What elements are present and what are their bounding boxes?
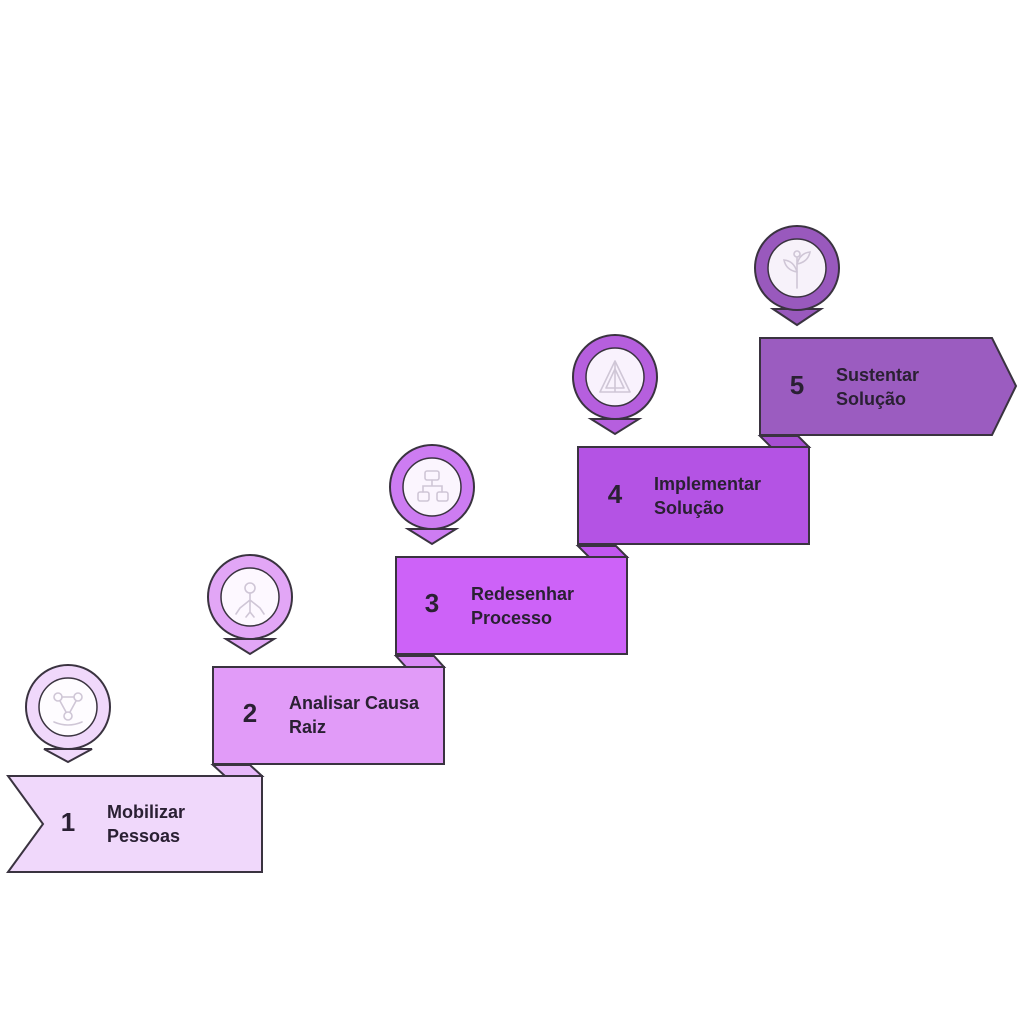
step-3 <box>389 444 630 655</box>
step-3-title-line2: Processo <box>471 608 553 628</box>
triangle-structure-icon <box>599 360 631 393</box>
step-2-title-line1: Analisar Causa <box>289 693 420 713</box>
step-3-number: 3 <box>424 588 440 618</box>
step-1-banner <box>6 775 263 873</box>
step-3-banner <box>395 556 628 655</box>
growth-plant-icon <box>783 250 811 289</box>
step-1-number: 1 <box>60 807 76 837</box>
step-1-pin <box>25 664 111 764</box>
step-3-pin <box>389 444 475 546</box>
step-4-title-line2: Solução <box>654 498 725 518</box>
step-4-banner <box>577 446 810 545</box>
step-2-title-line2: Raiz <box>289 717 327 737</box>
step-2-title: Analisar Causa Raiz <box>289 691 439 739</box>
step-2 <box>207 554 447 765</box>
step-1-title-line2: Pessoas <box>107 826 181 846</box>
step-2-banner <box>212 666 445 765</box>
step-5-title-line2: Solução <box>836 389 907 409</box>
step-5-banner <box>759 337 1018 436</box>
step-3-title-line1: Redesenhar <box>471 584 575 604</box>
people-network-icon <box>53 692 83 726</box>
step-4-title: Implementar Solução <box>654 472 804 520</box>
step-4-number: 4 <box>607 479 623 509</box>
step-1-title-line1: Mobilizar <box>107 802 186 822</box>
step-3-title: Redesenhar Processo <box>471 582 621 630</box>
step-1-title: Mobilizar Pessoas <box>107 800 257 848</box>
step-4-title-line1: Implementar <box>654 474 762 494</box>
step-5 <box>754 225 1018 436</box>
step-5-title: Sustentar Solução <box>836 363 986 411</box>
root-cause-icon <box>235 582 265 618</box>
step-2-number: 2 <box>242 698 258 728</box>
step-2-pin <box>207 554 293 656</box>
step-5-title-line1: Sustentar <box>836 365 920 385</box>
step-1 <box>6 664 265 873</box>
step-4-pin <box>572 334 658 436</box>
process-flow-icon <box>417 470 449 502</box>
step-5-number: 5 <box>789 370 805 400</box>
step-5-pin <box>754 225 840 327</box>
